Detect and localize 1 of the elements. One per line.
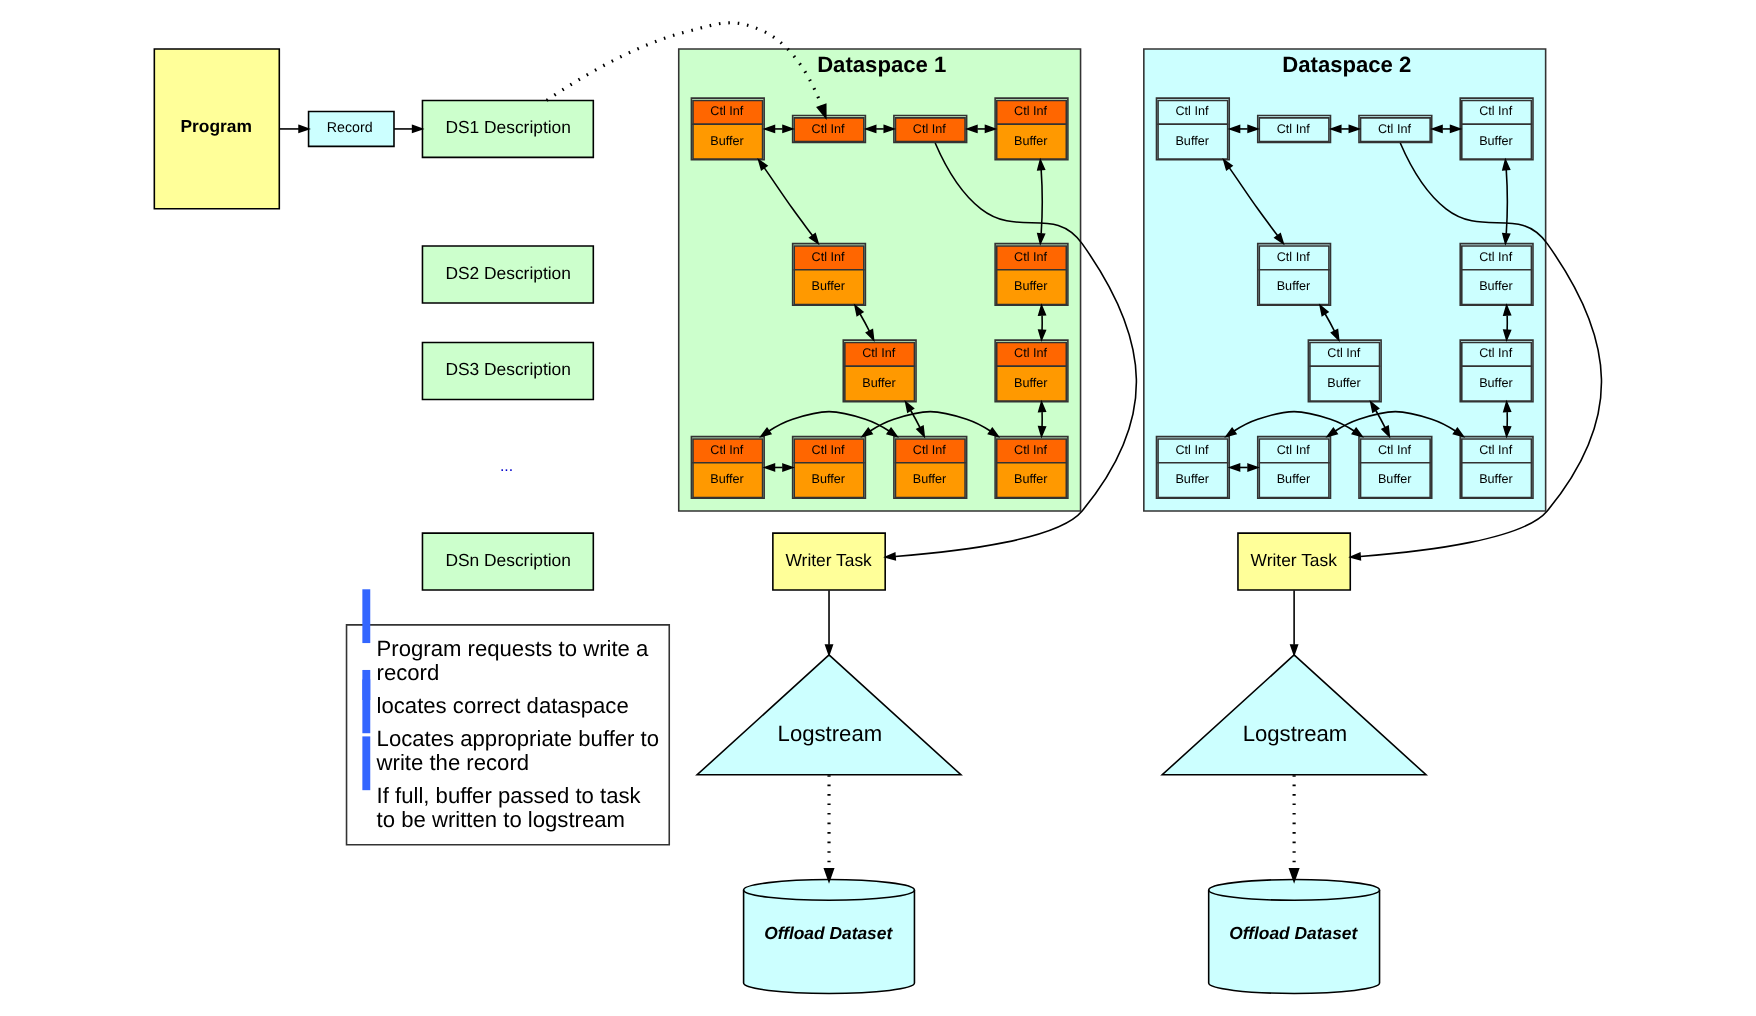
- label: ...: [499, 457, 514, 476]
